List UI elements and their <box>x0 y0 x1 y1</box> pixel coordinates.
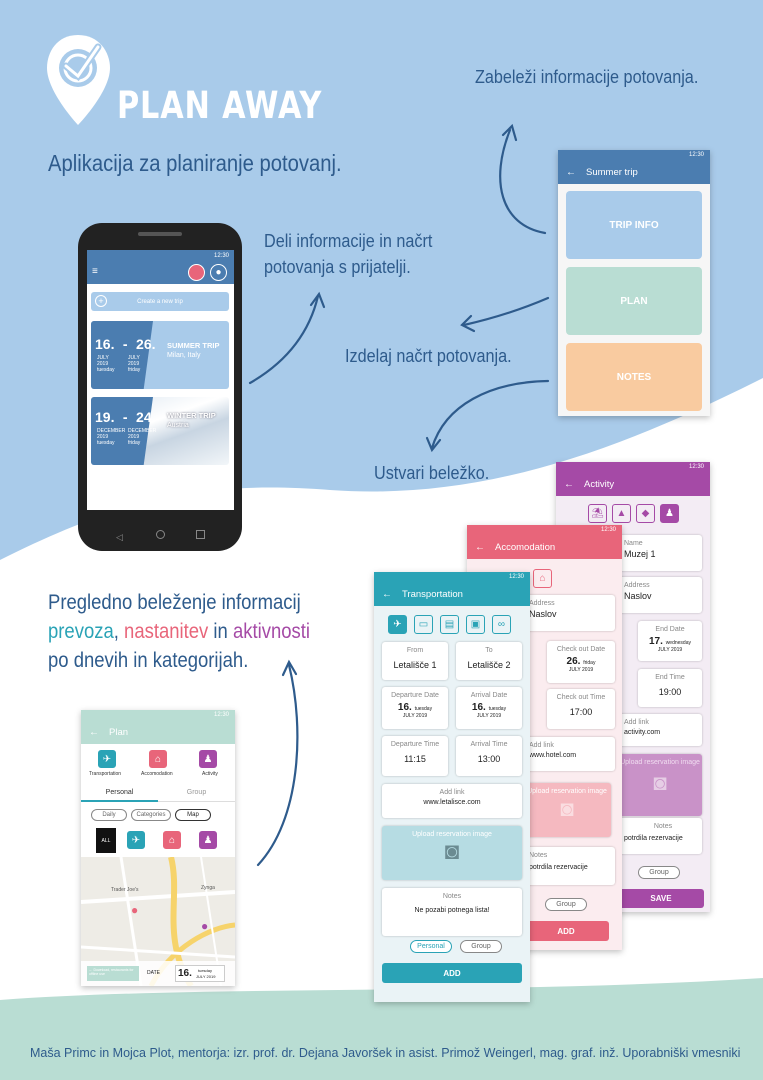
map-accom-icon[interactable]: ⌂ <box>163 831 181 849</box>
home-nav-icon[interactable] <box>156 530 165 539</box>
bus-icon[interactable]: ▣ <box>466 615 485 634</box>
plan-tile[interactable]: PLAN <box>566 267 702 335</box>
back-arrow-icon[interactable]: ← <box>475 541 485 553</box>
add-button[interactable]: ADD <box>523 921 609 941</box>
upload-image-area[interactable]: Upload reservation image◙ <box>618 754 702 816</box>
person-icon[interactable]: ♟ <box>660 504 679 523</box>
friends-avatar-icon[interactable] <box>188 264 205 281</box>
personal-toggle[interactable]: Personal <box>410 940 452 953</box>
plane-icon[interactable]: ✈ <box>388 615 407 634</box>
features-text: Pregledno beleženje informacij prevoza, … <box>48 591 311 672</box>
transportation-category-icon[interactable]: ✈ <box>98 750 116 768</box>
back-nav-icon[interactable]: ◁ <box>116 532 123 542</box>
group-toggle[interactable]: Group <box>460 940 502 953</box>
brand-name: PLAN AWAY <box>117 84 323 127</box>
caption-plan: Izdelaj načrt potovanja. <box>345 346 512 366</box>
camera-icon: ◙ <box>444 838 460 865</box>
notes-tile[interactable]: NOTES <box>566 343 702 411</box>
status-time: 12:30 <box>213 253 229 259</box>
phone-screen: 12:30 ≡ ● + Create a new trip 16. - 26. … <box>87 250 234 510</box>
map-pin-icon[interactable]: ● <box>131 903 139 917</box>
caption-record: Zabeleži informacije potovanja. <box>475 67 699 87</box>
tab-personal[interactable]: Personal <box>81 789 158 802</box>
camera-icon: ◙ <box>560 796 574 821</box>
group-toggle[interactable]: Group <box>545 898 587 911</box>
tab-group[interactable]: Group <box>158 789 235 802</box>
footer-credits: Maša Primc in Mojca Plot, mentorja: izr.… <box>30 1046 741 1060</box>
caption-note: Ustvari beležko. <box>374 463 490 483</box>
back-arrow-icon[interactable]: ← <box>89 726 99 738</box>
mountain-icon[interactable]: ▲ <box>612 504 631 523</box>
date-picker[interactable]: 16. tuesday JULY 2019 <box>175 965 225 982</box>
phone-header: ≡ ● <box>87 262 234 284</box>
bike-icon[interactable]: ∞ <box>492 615 511 634</box>
trip-place: Milan, Italy <box>167 352 201 359</box>
map-view[interactable]: ● ● Trader Joe's Zynga ← Download, resta… <box>81 857 235 986</box>
add-icon: + <box>95 295 107 307</box>
speaker <box>138 232 182 236</box>
date-bar: ← Download, restaurants for offline use … <box>81 961 235 986</box>
accommodation-category-icon[interactable]: ⌂ <box>149 750 167 768</box>
summer-trip-screen: 12:30 ←Summer trip TRIP INFO PLAN NOTES <box>558 150 710 416</box>
filter-daily[interactable]: Daily <box>91 809 127 821</box>
filter-map[interactable]: Map <box>175 809 211 821</box>
trip-name: WINTER TRIP <box>167 411 216 420</box>
house-icon[interactable]: ⌂ <box>533 569 552 588</box>
filter-categories[interactable]: Categories <box>131 809 171 821</box>
tagline: Aplikacija za planiranje potovanj. <box>48 150 342 176</box>
menu-icon[interactable]: ≡ <box>92 266 98 277</box>
all-category-button[interactable]: ALL <box>96 828 116 853</box>
beach-icon[interactable]: ⛱ <box>588 504 607 523</box>
ticket-icon[interactable]: ◆ <box>636 504 655 523</box>
back-arrow-icon[interactable]: ← <box>564 478 574 490</box>
plan-screen: 12:30 ←Plan ✈ Transportation ⌂ Accomodat… <box>81 710 235 986</box>
camera-icon: ◙ <box>653 770 667 795</box>
trip-place: Austria <box>167 422 189 429</box>
group-toggle[interactable]: Group <box>638 866 680 879</box>
logo-pin-icon <box>47 35 110 125</box>
map-activity-icon[interactable]: ♟ <box>199 831 217 849</box>
train-icon[interactable]: ▤ <box>440 615 459 634</box>
add-button[interactable]: ADD <box>382 963 522 983</box>
profile-icon[interactable]: ● <box>210 264 227 281</box>
create-trip-button[interactable]: + Create a new trip <box>91 292 229 311</box>
upload-image-area[interactable]: Upload reservation image◙ <box>523 783 611 837</box>
activity-category-icon[interactable]: ♟ <box>199 750 217 768</box>
car-icon[interactable]: ▭ <box>414 615 433 634</box>
map-pin-icon[interactable]: ● <box>201 919 209 933</box>
map-transport-icon[interactable]: ✈ <box>127 831 145 849</box>
upload-image-area[interactable]: Upload reservation image◙ <box>382 826 522 880</box>
recent-nav-icon[interactable] <box>196 530 205 539</box>
save-button[interactable]: SAVE <box>618 889 704 908</box>
trip-name: SUMMER TRIP <box>167 341 220 350</box>
trip-info-tile[interactable]: TRIP INFO <box>566 191 702 259</box>
back-arrow-icon[interactable]: ← <box>566 166 576 178</box>
back-arrow-icon[interactable]: ← <box>382 588 392 600</box>
